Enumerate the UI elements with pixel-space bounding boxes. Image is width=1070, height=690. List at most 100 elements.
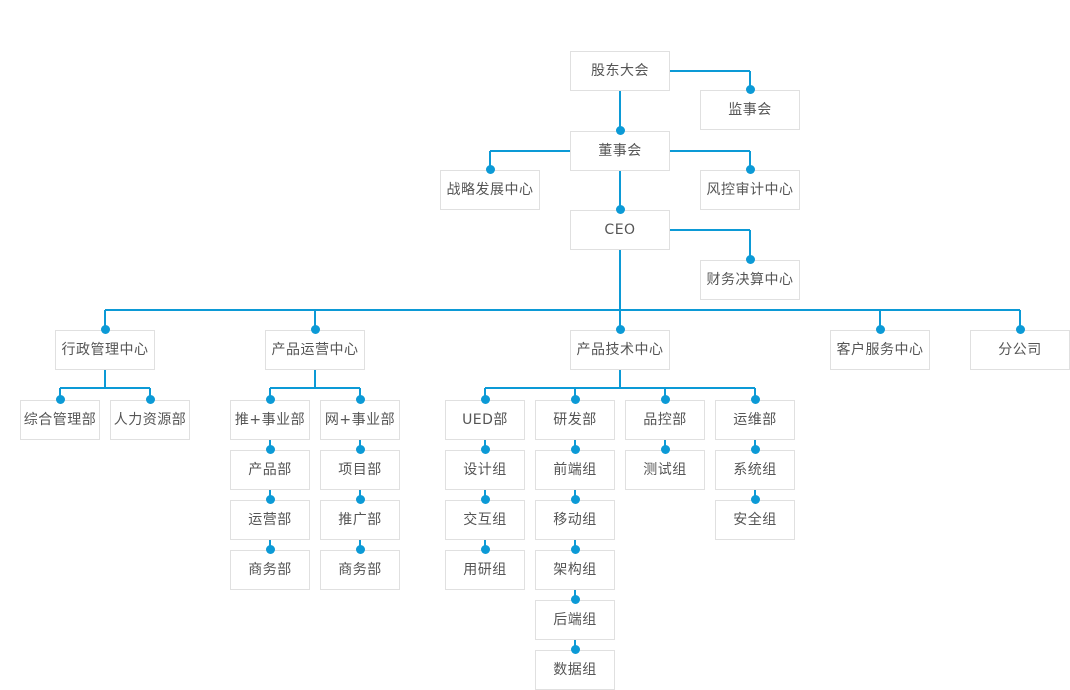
org-node-label: 数据组 [553, 662, 597, 678]
org-node-n10[interactable]: 产品技术中心 [570, 330, 670, 370]
org-node-label: 系统组 [733, 462, 777, 478]
connector-dot [570, 544, 580, 554]
org-node-n16[interactable]: 网+事业部 [320, 400, 400, 440]
connector-dot [660, 394, 670, 404]
connector-dot [480, 444, 490, 454]
connector-dot [570, 594, 580, 604]
org-node-n34[interactable]: 用研组 [445, 550, 525, 590]
org-node-n04[interactable]: 战略发展中心 [440, 170, 540, 210]
connector-dot [1015, 324, 1025, 334]
org-node-label: 交互组 [463, 512, 507, 528]
org-node-n05[interactable]: 风控审计中心 [700, 170, 800, 210]
org-node-n32[interactable]: 移动组 [535, 500, 615, 540]
connector-dot [310, 324, 320, 334]
org-node-label: 前端组 [553, 462, 597, 478]
org-node-n11[interactable]: 客户服务中心 [830, 330, 930, 370]
connector-dot [745, 254, 755, 264]
org-node-label: 品控部 [643, 412, 687, 428]
org-node-label: 分公司 [998, 342, 1042, 358]
org-node-label: 监事会 [728, 102, 772, 118]
org-node-label: 运营部 [248, 512, 292, 528]
org-node-n21[interactable]: 商务部 [230, 550, 310, 590]
org-node-n36[interactable]: 后端组 [535, 600, 615, 640]
org-node-label: 风控审计中心 [706, 182, 794, 198]
org-node-label: 测试组 [643, 462, 687, 478]
connector-dot [480, 394, 490, 404]
org-node-label: 人力资源部 [113, 412, 187, 428]
org-node-label: 客户服务中心 [836, 342, 924, 358]
connector-dot [355, 494, 365, 504]
org-node-label: 董事会 [598, 143, 642, 159]
org-node-n24[interactable]: 研发部 [535, 400, 615, 440]
org-node-n17[interactable]: 产品部 [230, 450, 310, 490]
connector-dot [570, 444, 580, 454]
connector-dot [355, 394, 365, 404]
connector-dot [745, 84, 755, 94]
org-node-n35[interactable]: 架构组 [535, 550, 615, 590]
connector-dot [750, 394, 760, 404]
org-node-n27[interactable]: 设计组 [445, 450, 525, 490]
org-node-label: 设计组 [463, 462, 507, 478]
org-node-n14[interactable]: 人力资源部 [110, 400, 190, 440]
connector-dot [745, 164, 755, 174]
org-node-label: 综合管理部 [23, 412, 97, 428]
connector-dot [660, 444, 670, 454]
org-node-n01[interactable]: 股东大会 [570, 51, 670, 91]
org-node-n18[interactable]: 项目部 [320, 450, 400, 490]
org-node-n12[interactable]: 分公司 [970, 330, 1070, 370]
connector-dot [615, 125, 625, 135]
org-node-n30[interactable]: 系统组 [715, 450, 795, 490]
org-node-n31[interactable]: 交互组 [445, 500, 525, 540]
connector-dot [615, 324, 625, 334]
connector-dot [100, 324, 110, 334]
org-node-label: 后端组 [553, 612, 597, 628]
connector-dot [265, 444, 275, 454]
connector-dot [750, 444, 760, 454]
org-node-n03[interactable]: 董事会 [570, 131, 670, 171]
org-node-label: 项目部 [338, 462, 382, 478]
org-node-label: 运维部 [733, 412, 777, 428]
org-node-label: 推广部 [338, 512, 382, 528]
org-node-label: CEO [604, 222, 636, 238]
org-node-label: 用研组 [463, 562, 507, 578]
org-node-label: 研发部 [553, 412, 597, 428]
connector-dot [145, 394, 155, 404]
connector-dot [750, 494, 760, 504]
org-node-label: 股东大会 [591, 63, 649, 79]
org-node-n33[interactable]: 安全组 [715, 500, 795, 540]
org-node-n15[interactable]: 推+事业部 [230, 400, 310, 440]
org-node-label: 推+事业部 [234, 412, 306, 428]
org-node-n29[interactable]: 测试组 [625, 450, 705, 490]
connector-dot [485, 164, 495, 174]
org-node-label: 行政管理中心 [61, 342, 149, 358]
org-node-n07[interactable]: 财务决算中心 [700, 260, 800, 300]
connector-dot [570, 644, 580, 654]
org-node-n25[interactable]: 品控部 [625, 400, 705, 440]
org-node-label: 商务部 [338, 562, 382, 578]
connector-dot [265, 544, 275, 554]
connector-dot [355, 444, 365, 454]
org-node-n22[interactable]: 商务部 [320, 550, 400, 590]
org-node-label: 商务部 [248, 562, 292, 578]
org-node-n37[interactable]: 数据组 [535, 650, 615, 690]
org-node-n02[interactable]: 监事会 [700, 90, 800, 130]
connector-dot [480, 544, 490, 554]
org-node-n28[interactable]: 前端组 [535, 450, 615, 490]
connector-dot [875, 324, 885, 334]
org-node-n06[interactable]: CEO [570, 210, 670, 250]
org-node-label: 网+事业部 [324, 412, 396, 428]
org-node-n20[interactable]: 推广部 [320, 500, 400, 540]
connector-dot [615, 204, 625, 214]
org-node-label: UED部 [462, 412, 508, 428]
org-node-n19[interactable]: 运营部 [230, 500, 310, 540]
org-node-n26[interactable]: 运维部 [715, 400, 795, 440]
org-node-n13[interactable]: 综合管理部 [20, 400, 100, 440]
org-node-label: 产品部 [248, 462, 292, 478]
org-node-n08[interactable]: 行政管理中心 [55, 330, 155, 370]
org-node-n09[interactable]: 产品运营中心 [265, 330, 365, 370]
org-node-label: 移动组 [553, 512, 597, 528]
connector-dot [570, 494, 580, 504]
connector-dot [265, 394, 275, 404]
org-node-n23[interactable]: UED部 [445, 400, 525, 440]
